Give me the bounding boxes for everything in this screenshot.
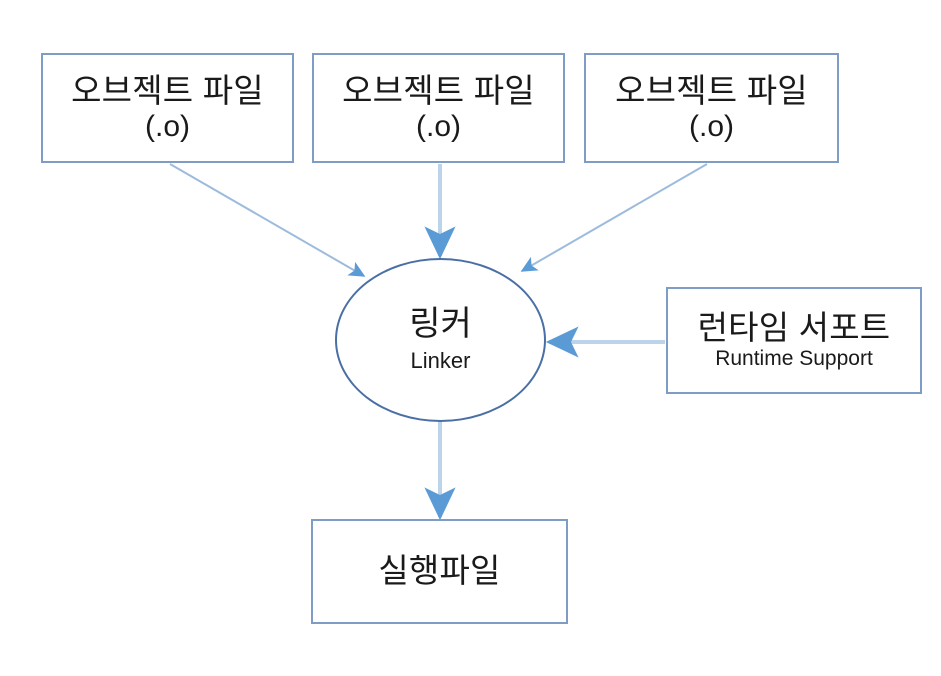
node-object-file-1-subtitle: (.o) — [145, 109, 190, 143]
node-runtime-support: 런타임 서포트 Runtime Support — [666, 287, 922, 394]
node-runtime-support-subtitle: Runtime Support — [715, 346, 873, 370]
node-linker-title: 링커 — [409, 304, 472, 343]
node-object-file-3-title: 오브젝트 파일 — [615, 72, 808, 110]
edge-obj1-to-linker — [169, 163, 366, 277]
node-object-file-2-subtitle: (.o) — [416, 109, 461, 143]
node-object-file-3: 오브젝트 파일 (.o) — [584, 53, 839, 163]
node-object-file-1: 오브젝트 파일 (.o) — [41, 53, 294, 163]
node-object-file-2: 오브젝트 파일 (.o) — [312, 53, 565, 163]
node-runtime-support-title: 런타임 서포트 — [697, 308, 891, 346]
node-linker-subtitle: Linker — [410, 348, 471, 373]
edge-obj3-to-linker — [520, 163, 708, 272]
node-linker: 링커 Linker — [335, 258, 546, 422]
node-object-file-2-title: 오브젝트 파일 — [342, 72, 535, 110]
node-object-file-1-title: 오브젝트 파일 — [71, 72, 264, 110]
node-executable: 실행파일 — [311, 519, 568, 624]
node-object-file-3-subtitle: (.o) — [689, 109, 734, 143]
node-executable-title: 실행파일 — [378, 552, 501, 590]
